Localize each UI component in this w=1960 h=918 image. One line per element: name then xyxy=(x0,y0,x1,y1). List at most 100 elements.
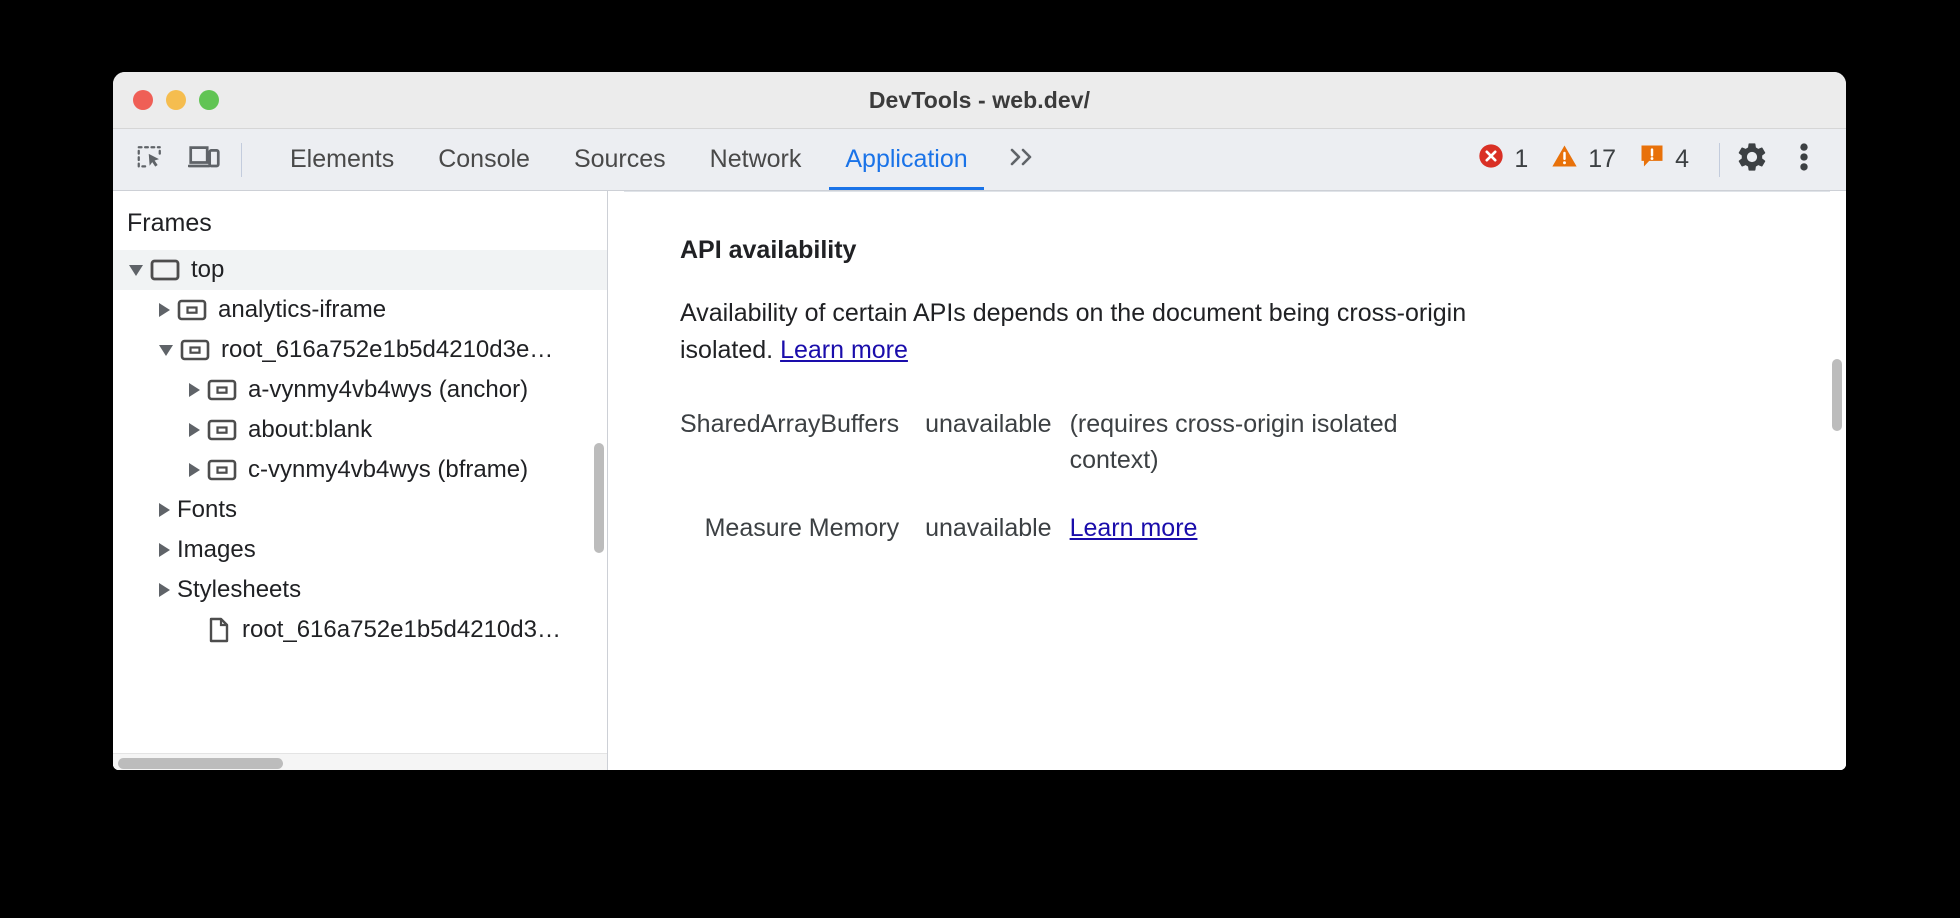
device-toolbar-button[interactable] xyxy=(181,137,227,183)
issues-counter[interactable]: 4 xyxy=(1638,142,1689,177)
tree-item[interactable]: analytics-iframe xyxy=(113,290,607,330)
twisty-collapsed-icon[interactable] xyxy=(159,303,170,317)
tab-sources-label: Sources xyxy=(573,145,666,173)
twisty-collapsed-icon[interactable] xyxy=(159,503,170,517)
devtools-window: DevTools - web.dev/ xyxy=(113,72,1846,770)
tab-sources[interactable]: Sources xyxy=(552,129,688,190)
api-note: (requires cross-origin isolated context) xyxy=(1070,406,1490,510)
gear-icon xyxy=(1735,140,1769,179)
tree-item[interactable]: root_616a752e1b5d4210d3… xyxy=(113,610,607,650)
frames-sidebar: Frames top analytics-iframe root_616a752e1… xyxy=(113,191,608,770)
twisty-collapsed-icon[interactable] xyxy=(189,383,200,397)
window-controls[interactable] xyxy=(133,90,219,110)
sidebar-horizontal-scrollbar[interactable] xyxy=(113,753,607,770)
sidebar-title: Frames xyxy=(127,209,212,237)
error-count: 1 xyxy=(1514,145,1529,173)
window-title: DevTools - web.dev/ xyxy=(868,87,1091,113)
frame-icon xyxy=(207,378,237,402)
tree-item-label: Stylesheets xyxy=(177,576,302,603)
tree-item[interactable]: top xyxy=(113,250,607,290)
tab-application[interactable]: Application xyxy=(823,129,989,190)
learn-more-link[interactable]: Learn more xyxy=(1069,514,1198,542)
tab-network-label: Network xyxy=(709,145,802,173)
main-vertical-scrollbar[interactable] xyxy=(1832,359,1842,431)
inspect-element-icon xyxy=(135,142,165,177)
tab-console-label: Console xyxy=(438,145,530,173)
issue-count: 4 xyxy=(1675,145,1689,173)
panel-tabs: Elements Console Sources Network Applica… xyxy=(268,129,1056,190)
devtools-toolbar: Elements Console Sources Network Applica… xyxy=(113,129,1846,191)
twisty-expanded-icon[interactable] xyxy=(129,264,143,276)
chevron-double-right-icon xyxy=(1006,145,1040,174)
toolbar-right-group: 1 17 xyxy=(1477,134,1846,186)
panel-section: API availability Availability of certain… xyxy=(624,191,1830,770)
tree-item[interactable]: Fonts xyxy=(113,490,607,530)
frame-icon xyxy=(150,258,180,282)
kebab-menu-icon xyxy=(1799,140,1809,179)
sidebar-hscroll-thumb[interactable] xyxy=(118,758,283,769)
close-button[interactable] xyxy=(133,90,153,110)
window-titlebar: DevTools - web.dev/ xyxy=(113,72,1846,129)
api-name: SharedArrayBuffers xyxy=(680,410,900,438)
twisty-collapsed-icon[interactable] xyxy=(189,463,200,477)
tree-item[interactable]: root_616a752e1b5d4210d3e… xyxy=(113,330,607,370)
warning-counter[interactable]: 17 xyxy=(1550,142,1616,177)
learn-more-link-description[interactable]: Learn more xyxy=(780,335,908,364)
tree-item-label: analytics-iframe xyxy=(218,296,387,323)
section-title: API availability xyxy=(680,236,857,264)
tab-network[interactable]: Network xyxy=(688,129,824,190)
tree-item[interactable]: about:blank xyxy=(113,410,607,450)
api-status: unavailable xyxy=(925,410,1052,438)
tree-item-label: root_616a752e1b5d4210d3e… xyxy=(221,336,554,363)
frame-icon xyxy=(207,418,237,442)
api-availability-table: SharedArrayBuffers unavailable (requires c… xyxy=(680,406,1490,578)
devtools-content: Frames top analytics-iframe root_616a752e1… xyxy=(113,191,1846,770)
warning-icon xyxy=(1550,142,1579,177)
issue-icon xyxy=(1638,142,1666,177)
api-status: unavailable xyxy=(925,514,1052,542)
tree-item[interactable]: Stylesheets xyxy=(113,570,607,610)
error-counter[interactable]: 1 xyxy=(1477,142,1528,177)
api-row: SharedArrayBuffers unavailable (requires c… xyxy=(680,406,1490,510)
toolbar-divider-right xyxy=(1719,142,1720,177)
toolbar-divider xyxy=(241,142,242,177)
api-note-text: (requires cross-origin isolated context) xyxy=(1069,410,1398,474)
tab-elements[interactable]: Elements xyxy=(268,129,416,190)
error-icon xyxy=(1477,142,1505,177)
frame-icon xyxy=(207,458,237,482)
frame-icon xyxy=(177,298,207,322)
sidebar-vertical-scrollbar[interactable] xyxy=(594,443,604,553)
tab-console[interactable]: Console xyxy=(416,129,552,190)
zoom-button[interactable] xyxy=(199,90,219,110)
tree-item-label: about:blank xyxy=(248,416,373,443)
tree-item-label: Images xyxy=(177,536,256,563)
api-note: Learn more xyxy=(1070,510,1490,578)
tree-item-label: c-vynmy4vb4wys (bframe) xyxy=(248,456,529,483)
tree-item-label: root_616a752e1b5d4210d3… xyxy=(242,616,561,643)
twisty-collapsed-icon[interactable] xyxy=(189,423,200,437)
document-icon xyxy=(207,617,231,643)
tree-item-label: top xyxy=(191,256,225,283)
settings-button[interactable] xyxy=(1726,134,1778,186)
tab-application-label: Application xyxy=(845,145,968,173)
tree-item[interactable]: a-vynmy4vb4wys (anchor) xyxy=(113,370,607,410)
more-options-button[interactable] xyxy=(1778,134,1830,186)
section-description: Availability of certain APIs depends on … xyxy=(680,295,1480,368)
tab-elements-label: Elements xyxy=(290,145,395,173)
frame-icon xyxy=(180,338,210,362)
tree-item-label: Fonts xyxy=(177,496,238,523)
section-description-text: Availability of certain APIs depends on … xyxy=(680,299,1467,364)
api-name: Measure Memory xyxy=(704,514,900,542)
frames-tree: top analytics-iframe root_616a752e1b5d4210… xyxy=(113,250,607,650)
twisty-collapsed-icon[interactable] xyxy=(159,583,170,597)
tree-item[interactable]: c-vynmy4vb4wys (bframe) xyxy=(113,450,607,490)
tree-item[interactable]: Images xyxy=(113,530,607,570)
api-row: Measure Memory unavailable Learn more xyxy=(680,510,1490,578)
device-toolbar-icon xyxy=(187,142,220,177)
inspect-element-button[interactable] xyxy=(127,137,173,183)
minimize-button[interactable] xyxy=(166,90,186,110)
twisty-expanded-icon[interactable] xyxy=(159,344,173,356)
twisty-collapsed-icon[interactable] xyxy=(159,543,170,557)
more-tabs-button[interactable] xyxy=(990,129,1056,190)
